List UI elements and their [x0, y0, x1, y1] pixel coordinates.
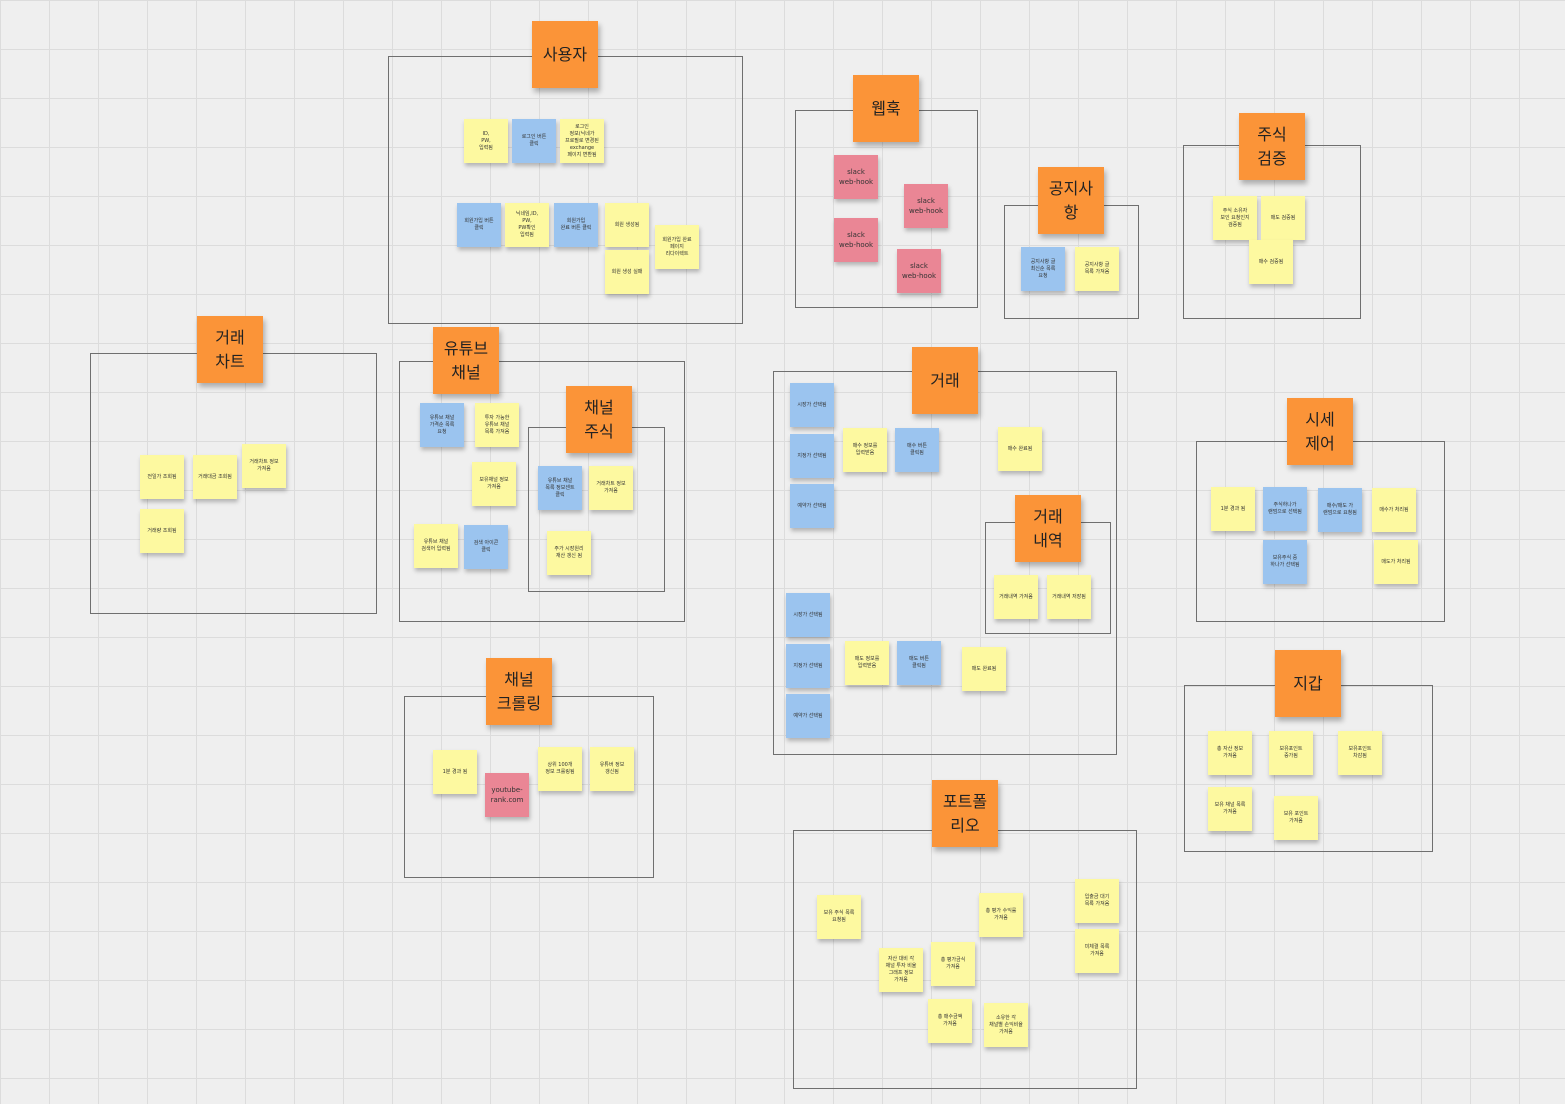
sticky-note[interactable]: 매수 검증됨	[1249, 240, 1293, 284]
sticky-note[interactable]: 1분 경과 됨	[433, 750, 477, 794]
channel-crawling-title-note[interactable]: 채널 크롤링	[486, 658, 552, 725]
notice-title-note[interactable]: 공지사 항	[1038, 167, 1104, 234]
sticky-note[interactable]: 유튜브 채널 목록 정보센트 클릭	[538, 466, 582, 510]
sticky-note[interactable]: 유튜브 채널 가격순 목록 요청	[420, 403, 464, 447]
sticky-note[interactable]: 유튜버 정보 갱신됨	[590, 747, 634, 791]
sticky-note[interactable]: slack web-hook	[834, 155, 878, 199]
sticky-note[interactable]: 공지사항 글 최신순 목록 요청	[1021, 247, 1065, 291]
trade-chart-title-note[interactable]: 거래 차트	[197, 316, 263, 383]
sticky-note[interactable]: slack web-hook	[904, 184, 948, 228]
sticky-note[interactable]: 상위 100개 정보 크롤링됨	[538, 747, 582, 791]
sticky-note[interactable]: 매도 검증됨	[1261, 196, 1305, 240]
sticky-note[interactable]: 검색 아이콘 클릭	[464, 525, 508, 569]
sticky-note[interactable]: 매도 정보를 입력받음	[845, 641, 889, 685]
trade-title-note[interactable]: 거래	[912, 347, 978, 414]
sticky-note[interactable]: 보유포인트 증가됨	[1269, 731, 1313, 775]
sticky-note[interactable]: 시장가 선택됨	[786, 593, 830, 637]
sticky-note[interactable]: 총 평가 수익률 가져옴	[979, 893, 1023, 937]
sticky-note[interactable]: 거래차트 정보 가져옴	[589, 466, 633, 510]
trade-history-title-note[interactable]: 거래 내역	[1015, 495, 1081, 562]
sticky-note[interactable]: 매도 완료됨	[962, 647, 1006, 691]
channel-stock-title-note[interactable]: 채널 주식	[566, 386, 632, 453]
sticky-note[interactable]: 거래내역 저장됨	[1047, 575, 1091, 619]
sticky-note[interactable]: 로그인 버튼 클릭	[512, 119, 556, 163]
sticky-note[interactable]: 총 매수금액 가져옴	[928, 999, 972, 1043]
sticky-note[interactable]: 매수 정보를 입력받음	[843, 428, 887, 472]
sticky-note[interactable]: 거래대금 조회됨	[193, 455, 237, 499]
sticky-note[interactable]: 거래량 조회됨	[140, 509, 184, 553]
youtube-channel-title-note[interactable]: 유튜브 채널	[433, 327, 499, 394]
sticky-note[interactable]: 예약가 선택됨	[786, 694, 830, 738]
sticky-note[interactable]: 주식 소유자 보인 요청인지 검증됨	[1213, 196, 1257, 240]
sticky-note[interactable]: 총 자산 정보 가져옴	[1208, 731, 1252, 775]
sticky-note[interactable]: 보유채널 정보 가져옴	[472, 462, 516, 506]
sticky-note[interactable]: 회원가입 버튼 클릭	[457, 203, 501, 247]
youtube-channel-frame[interactable]	[399, 361, 685, 622]
sticky-note[interactable]: 회원가입 완료 버튼 클릭	[554, 203, 598, 247]
sticky-note[interactable]: 총 평가금식 가져옴	[931, 942, 975, 986]
sticky-note[interactable]: 보유 채널 목록 가져옴	[1208, 787, 1252, 831]
sticky-note[interactable]: 미체결 목록 가져옴	[1075, 929, 1119, 973]
sticky-note[interactable]: 매도 버튼 클릭됨	[897, 641, 941, 685]
sticky-note[interactable]: 닉네임,ID, PW, PW확인 입력됨	[505, 203, 549, 247]
sticky-note[interactable]: ID, PW, 입력됨	[464, 119, 508, 163]
sticky-note[interactable]: 매수가 처리됨	[1372, 488, 1416, 532]
sticky-note[interactable]: 보유주식 중 하나가 선택됨	[1263, 540, 1307, 584]
sticky-note[interactable]: 지정가 선택됨	[790, 434, 834, 478]
sticky-note[interactable]: 자산 대비 각 채널 투자 비율 그래프 정보 가져옴	[879, 948, 923, 992]
portfolio-title-note[interactable]: 포트폴 리오	[932, 780, 998, 847]
sticky-note[interactable]: 공지사항 글 목록 가져옴	[1075, 247, 1119, 291]
sticky-note[interactable]: 투자 가능한 유튜브 채널 목록 가져옴	[475, 403, 519, 447]
sticky-note[interactable]: 보유 포인트 가져옴	[1274, 796, 1318, 840]
sticky-note[interactable]: 지정가 선택됨	[786, 644, 830, 688]
sticky-note[interactable]: 로그인 정보(닉네가 프로필로 변경된 exchange 페이지 변환됨	[560, 119, 604, 163]
sticky-note[interactable]: 1분 경과 됨	[1211, 487, 1255, 531]
sticky-note[interactable]: youtube- rank.com	[485, 773, 529, 817]
sticky-note[interactable]: 입출금 대기 목록 가져옴	[1075, 879, 1119, 923]
price-control-title-note[interactable]: 시세 제어	[1287, 398, 1353, 465]
sticky-note[interactable]: 예약가 선택됨	[790, 484, 834, 528]
sticky-note[interactable]: 회원가입 완료 페이지 리다이렉트	[655, 225, 699, 269]
stock-verify-title-note[interactable]: 주식 검증	[1239, 113, 1305, 180]
sticky-note[interactable]: 매도가 처리됨	[1374, 540, 1418, 584]
sticky-note[interactable]: 보유 주식 목록 요청됨	[817, 895, 861, 939]
webhook-title-note[interactable]: 웹훅	[853, 75, 919, 142]
sticky-note[interactable]: slack web-hook	[897, 249, 941, 293]
sticky-note[interactable]: 회원 생성됨	[605, 203, 649, 247]
sticky-note[interactable]: 주식하나가 랜덤으로 선택됨	[1263, 487, 1307, 531]
sticky-note[interactable]: 유튜브 채널 검색어 입력됨	[414, 524, 458, 568]
user-frame[interactable]	[388, 56, 743, 324]
sticky-note[interactable]: 매수/매도 가 랜덤으로 요청됨	[1318, 488, 1362, 532]
sticky-note[interactable]: 소유한 각 채널별 손익비율 가져옴	[984, 1003, 1028, 1047]
sticky-note[interactable]: 보유포인트 차감됨	[1338, 731, 1382, 775]
sticky-note[interactable]: 주가 시장원리 재산 갱신 됨	[547, 531, 591, 575]
sticky-note[interactable]: 전일가 조회됨	[140, 455, 184, 499]
sticky-note[interactable]: 시장가 선택됨	[790, 383, 834, 427]
sticky-note[interactable]: 매수 버튼 클릭됨	[895, 428, 939, 472]
sticky-note[interactable]: 거래내역 가져옴	[994, 575, 1038, 619]
sticky-note[interactable]: 회원 생성 실패	[605, 250, 649, 294]
user-title-note[interactable]: 사용자	[532, 21, 598, 88]
sticky-note[interactable]: slack web-hook	[834, 218, 878, 262]
sticky-note[interactable]: 거래차트 정보 가져옴	[242, 444, 286, 488]
wallet-title-note[interactable]: 지갑	[1275, 650, 1341, 717]
sticky-note[interactable]: 매수 완료됨	[998, 427, 1042, 471]
